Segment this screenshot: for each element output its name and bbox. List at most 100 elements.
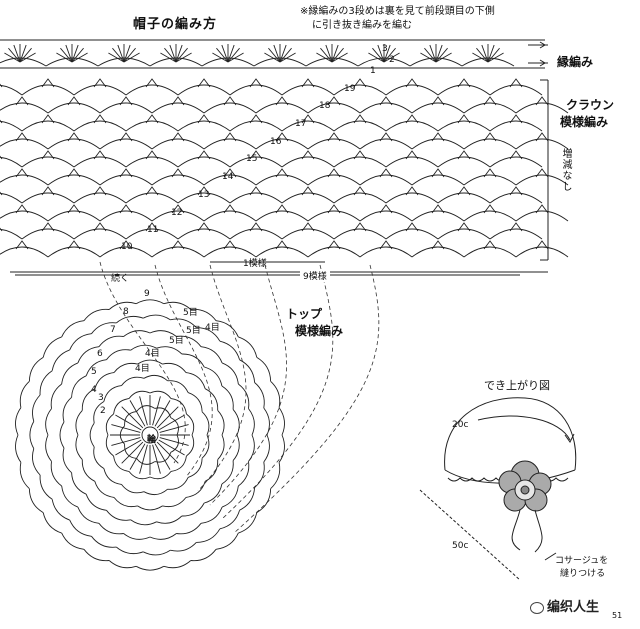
- stitch-fan: [223, 204, 237, 214]
- stitch-fan: [457, 186, 471, 196]
- stitch-arc: [385, 228, 439, 240]
- stitch-fan: [15, 132, 29, 142]
- note-line-1: ※縁編みの3段めは裏を見て前段頭目の下側: [300, 6, 495, 17]
- stitch-fan: [171, 132, 185, 142]
- stitch-arc: [0, 192, 23, 204]
- spoke-stitch: [129, 443, 146, 470]
- stitch-arc: [151, 138, 205, 150]
- stitch-arc: [99, 210, 153, 222]
- edge-loop: [357, 57, 411, 67]
- fan-stitch: [331, 44, 339, 63]
- ring-arc: [254, 382, 265, 409]
- eye-label-5: 4目: [205, 323, 220, 333]
- stitch-arc: [359, 138, 413, 150]
- ring-arc: [270, 380, 281, 408]
- stitch-arc: [333, 156, 387, 168]
- stitch-arc: [463, 102, 517, 114]
- spoke-stitch: [111, 437, 141, 446]
- ring-arc: [201, 411, 210, 436]
- ring-arc: [98, 335, 124, 347]
- stitch-fan: [275, 168, 289, 178]
- guide-arc: [233, 264, 380, 534]
- fan-stitch: [123, 47, 136, 63]
- fan-stitch: [212, 52, 229, 63]
- stitch-arc: [515, 138, 569, 150]
- stitch-fan: [379, 132, 393, 142]
- stitch-fan: [509, 114, 523, 124]
- stitch-arc: [463, 174, 517, 186]
- fan-stitch: [331, 47, 344, 63]
- fan-stitch: [19, 44, 27, 63]
- ring-arc: [106, 510, 131, 521]
- stitch-fan: [327, 168, 341, 178]
- note-line-2: に引き抜き編みを編む: [312, 20, 412, 31]
- ring-arc: [39, 370, 53, 396]
- arrow-row-2: [528, 59, 546, 67]
- stitch-arc: [203, 102, 257, 114]
- stitch-fan: [431, 240, 445, 250]
- stitch-arc: [151, 102, 205, 114]
- ring-arc: [176, 335, 202, 347]
- ring-arc: [94, 372, 115, 389]
- ring-arc: [128, 471, 151, 480]
- ring-arc: [204, 483, 223, 504]
- ring-arc: [187, 458, 203, 478]
- stitch-arc: [0, 156, 23, 168]
- stitch-fan: [15, 240, 29, 250]
- ring-arc: [93, 446, 105, 469]
- fan-stitch: [273, 44, 281, 63]
- stitch-arc: [125, 120, 179, 132]
- ring-arc: [204, 366, 223, 387]
- fan-stitch: [227, 52, 244, 63]
- stitch-fan: [327, 204, 341, 214]
- row-num-18: 18: [319, 101, 331, 111]
- stitch-arc: [307, 102, 361, 114]
- stitch-arc: [281, 228, 335, 240]
- ring-arc: [186, 434, 195, 457]
- ring-arc: [59, 421, 65, 449]
- stitch-fan: [67, 240, 81, 250]
- stitch-arc: [125, 156, 179, 168]
- fan-stitch: [268, 47, 281, 63]
- ring-num-5: 5: [91, 367, 97, 377]
- repeat-1-label: 1模様: [243, 259, 267, 269]
- ring-arc: [81, 459, 96, 482]
- edge-row-3: 3: [382, 44, 388, 54]
- stitch-fan: [379, 240, 393, 250]
- stitch-arc: [0, 174, 49, 186]
- ring-arc: [89, 422, 95, 448]
- stitch-fan: [145, 150, 159, 160]
- ring-arc: [130, 519, 157, 526]
- stitch-arc: [125, 228, 179, 240]
- fan-stitch: [164, 47, 177, 63]
- note-text: ※縁編みの3段めは裏を見て前段頭目の下側 に引き抜き編みを編む: [300, 5, 495, 33]
- ring-arc: [149, 330, 177, 337]
- stitch-arc: [47, 138, 101, 150]
- ring-arc: [135, 565, 165, 571]
- row-num-14: 14: [222, 172, 234, 182]
- ring-arc: [215, 532, 239, 550]
- ring-arc: [106, 349, 131, 360]
- stitch-fan: [353, 114, 367, 124]
- fan-stitch: [435, 47, 448, 63]
- ring-arc: [239, 487, 256, 511]
- fan-stitch: [383, 44, 391, 63]
- spoke-stitch: [115, 414, 142, 431]
- finished-hat: [419, 397, 577, 581]
- ring-arc: [221, 385, 234, 410]
- stitch-arc: [151, 246, 205, 258]
- eye-label-2: 5目: [169, 336, 184, 346]
- edge-loop: [253, 57, 307, 67]
- edge-loop: [409, 57, 463, 67]
- fan-stitch: [372, 47, 385, 63]
- stitch-arc: [151, 210, 205, 222]
- ring-arc: [221, 485, 239, 508]
- ring-arc: [238, 512, 258, 534]
- eye-label-4: 5目: [186, 326, 201, 336]
- ring-arc: [263, 407, 270, 436]
- stitch-arc: [73, 228, 127, 240]
- stitch-arc: [99, 138, 153, 150]
- stitch-fan: [249, 150, 263, 160]
- ring-arc: [15, 434, 22, 463]
- fan-stitch: [487, 44, 495, 63]
